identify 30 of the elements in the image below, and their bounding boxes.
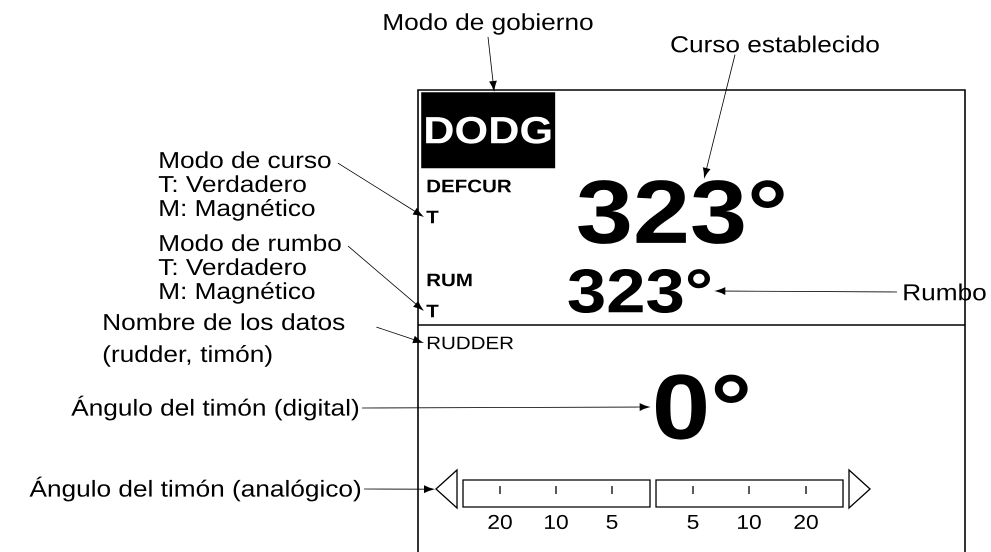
scale-number: 5 (606, 515, 618, 529)
scale-number: 20 (794, 514, 818, 530)
callout-text: Nombre de los datos (rudder, timón) (104, 313, 344, 367)
display-text: RUM (428, 274, 472, 286)
display-text: T (426, 304, 439, 318)
scale-number: 20 (488, 514, 512, 530)
arrow (702, 54, 736, 178)
course-readout: 323° (578, 180, 784, 244)
heading-readout: 323° (568, 269, 710, 313)
callout-text: Modo de gobierno (384, 13, 593, 35)
callout-text: Modo de rumbo T: Verdadero M: Magnético (158, 234, 341, 304)
arrow (716, 287, 898, 295)
arrow (348, 246, 424, 310)
callout-text: Ángulo del timón (digital) (71, 396, 358, 420)
callout-text: Curso establecido (671, 36, 879, 52)
display-text: DEFCUR (428, 180, 512, 192)
scale-number: 5 (688, 515, 698, 529)
scale-number: 10 (545, 514, 568, 530)
arrow (362, 403, 650, 411)
arrow (364, 485, 434, 493)
display-text: T (426, 210, 439, 224)
rudder-readout: 0° (656, 374, 748, 440)
scale-number: 10 (738, 514, 761, 530)
callout-text: Modo de curso T: Verdadero M: Magnético (158, 151, 330, 221)
arrow (376, 326, 423, 344)
callout-text: Ángulo del timón (analógico) (30, 476, 360, 502)
arrow (337, 162, 423, 216)
arrow (488, 36, 497, 91)
display-text: RUDDER (428, 336, 514, 350)
mode-indicator: DODG (421, 92, 556, 168)
